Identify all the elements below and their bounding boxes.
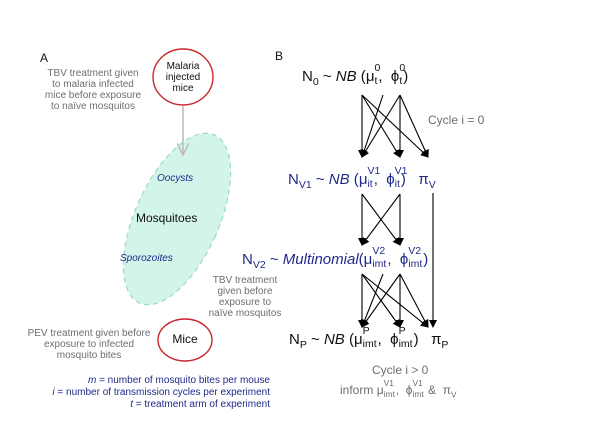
infected-mice-node-outline [152,48,214,106]
arrows-n0-to-nv1 [358,94,429,158]
arrows-nv1-to-nv2 [358,193,404,246]
legend-row: t = treatment arm of experiment [130,399,270,410]
mosquitoes-label: Mosquitoes [136,211,198,225]
mice-node-outline [157,318,213,362]
cycle-0-label: Cycle i = 0 [428,113,485,127]
panel-b-label: B [275,49,284,63]
sporozoites-label: Sporozoites [120,253,173,264]
mosquito-region [122,132,232,306]
legend-row: m = number of mosquito bites per mouse [87,375,270,386]
legend-row: i = number of transmission cycles per ex… [52,387,270,398]
cycle-gt0-label: Cycle i > 0 [372,363,429,377]
mice-node: Mice [172,332,198,346]
legend: m = number of mosquito bites per mouse i… [0,375,270,411]
oocysts-label: Oocysts [157,173,194,184]
panel-a-label: A [40,51,49,65]
arrows-nv2-to-np [358,273,429,328]
